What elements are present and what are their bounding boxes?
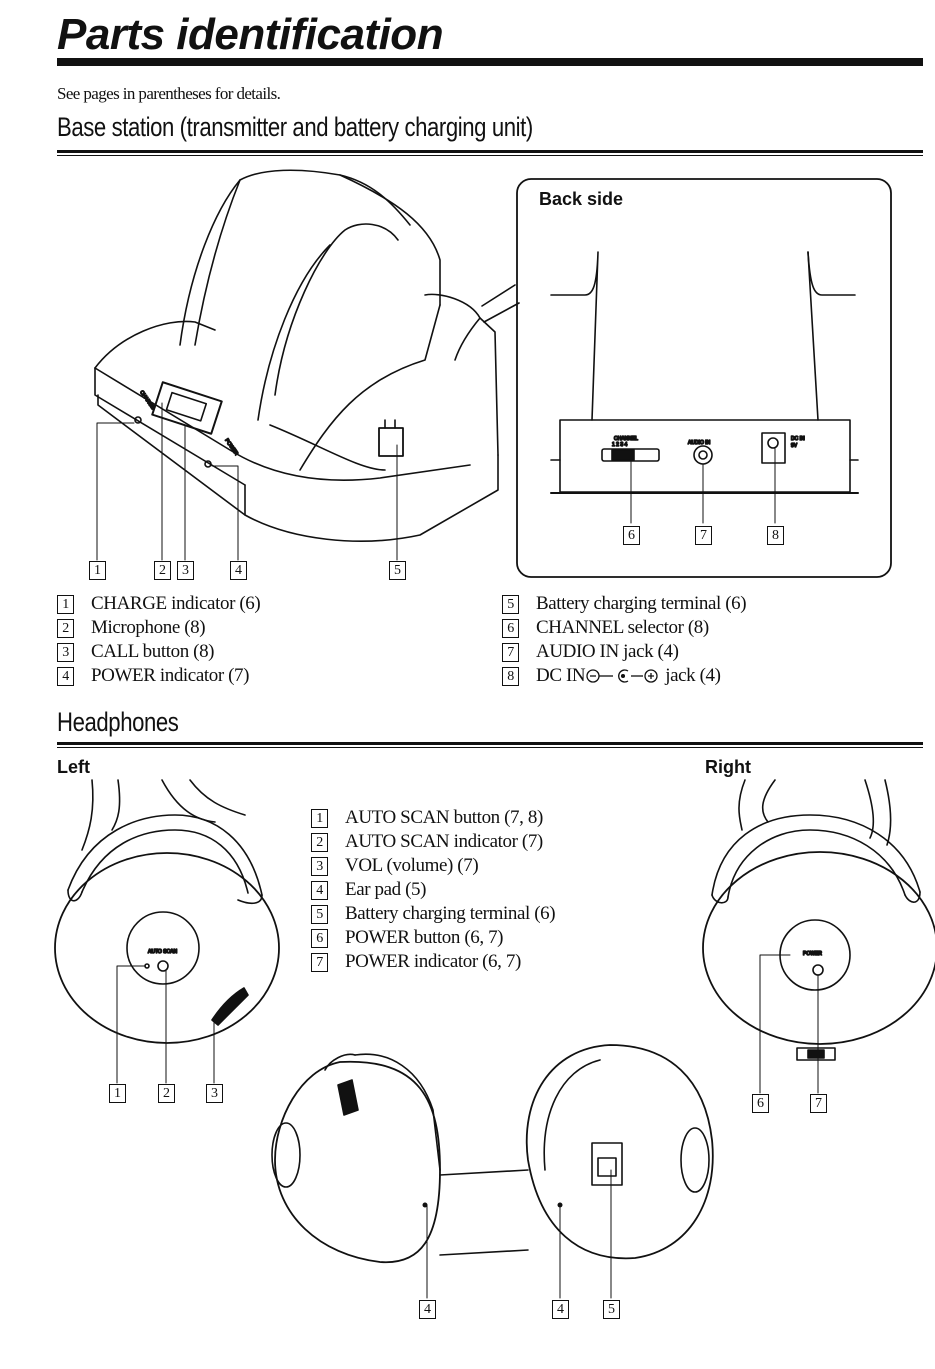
headphone-callout-leaders — [116, 954, 819, 1299]
list-item: 6 CHANNEL selector (8) — [502, 616, 746, 640]
title-rule — [57, 58, 923, 66]
part-label: VOL (volume) (7) — [345, 855, 479, 876]
base-callout-leaders — [96, 402, 776, 561]
part-label: POWER button (6, 7) — [345, 927, 504, 948]
headphones-heading: Headphones — [57, 707, 179, 737]
back-channel-label: CHANNEL — [614, 436, 638, 442]
part-label: CALL button (8) — [91, 641, 215, 662]
list-item: 7 AUDIO IN jack (4) — [502, 640, 746, 664]
part-label: Ear pad (5) — [345, 879, 427, 900]
hp-callout-6: 6 — [752, 1094, 769, 1113]
part-number: 2 — [57, 618, 74, 638]
callout-5: 5 — [389, 561, 406, 580]
list-item: 4 POWER indicator (7) — [57, 664, 260, 688]
list-item: 5 Battery charging terminal (6) — [311, 902, 556, 926]
part-number: 3 — [311, 856, 328, 876]
intro-text: See pages in parentheses for details. — [57, 84, 281, 103]
list-item: 4 Ear pad (5) — [311, 878, 555, 902]
part-number: 8 — [502, 666, 519, 686]
hp-callout-4b: 4 — [552, 1300, 569, 1319]
part-label: CHANNEL selector (8) — [536, 617, 709, 638]
callout-2: 2 — [154, 561, 171, 580]
base-parts-list-right: 5 Battery charging terminal (6) 6 CHANNEL … — [502, 592, 747, 688]
list-item: 2 AUTO SCAN indicator (7) — [311, 830, 555, 854]
part-label-suffix: jack (4) — [665, 665, 721, 686]
list-item: 3 CALL button (8) — [57, 640, 260, 664]
part-label: CHARGE indicator (6) — [91, 593, 261, 614]
back-audio-in-label: AUDIO IN — [688, 440, 711, 446]
list-item: 8 DC IN jack (4) — [502, 664, 746, 688]
hp-callout-3: 3 — [206, 1084, 223, 1103]
callout-3: 3 — [177, 561, 194, 580]
dc-polarity-icon — [586, 669, 658, 683]
left-cup-text: AUTO SCAN — [148, 949, 177, 955]
part-label: DC IN — [536, 665, 586, 686]
part-label: AUDIO IN jack (4) — [536, 641, 679, 662]
part-number: 6 — [502, 618, 519, 638]
part-label: Battery charging terminal (6) — [345, 903, 556, 924]
part-number: 5 — [311, 904, 328, 924]
part-number: 1 — [311, 808, 328, 828]
part-label: POWER indicator (6, 7) — [345, 951, 521, 972]
back-dc-spec: 9V — [791, 443, 798, 449]
right-headphone-drawing: POWER — [702, 779, 935, 1061]
callout-1: 1 — [89, 561, 106, 580]
base-station-drawing: CHARGE POWER — [94, 169, 520, 542]
back-dc-in-label: DC IN — [791, 436, 805, 442]
bottom-headphone-drawing — [271, 1044, 714, 1264]
part-label: AUTO SCAN indicator (7) — [345, 831, 543, 852]
part-label: AUTO SCAN button (7, 8) — [345, 807, 543, 828]
part-number: 4 — [57, 666, 74, 686]
hp-callout-1: 1 — [109, 1084, 126, 1103]
list-item: 3 VOL (volume) (7) — [311, 854, 555, 878]
left-label: Left — [57, 757, 90, 777]
back-side-label: Back side — [539, 189, 624, 209]
part-label: Battery charging terminal (6) — [536, 593, 747, 614]
page-title: Parts identification — [57, 10, 444, 59]
part-number: 7 — [502, 642, 519, 662]
back-side-drawing: CHANNEL 1 2 3 4 AUDIO IN DC IN 9V — [550, 251, 859, 494]
callout-7: 7 — [695, 526, 712, 545]
right-cup-text: POWER — [803, 951, 822, 957]
headphone-parts-list: 1 AUTO SCAN button (7, 8) 2 AUTO SCAN indi… — [311, 806, 556, 974]
hp-callout-4a: 4 — [419, 1300, 436, 1319]
part-number: 2 — [311, 832, 328, 852]
hp-callout-5: 5 — [603, 1300, 620, 1319]
part-number: 7 — [311, 952, 328, 972]
back-side-frame — [516, 178, 892, 578]
list-item: 6 POWER button (6, 7) — [311, 926, 555, 950]
right-label: Right — [705, 757, 751, 777]
hp-callout-7: 7 — [810, 1094, 827, 1113]
part-number: 3 — [57, 642, 74, 662]
list-item: 2 Microphone (8) — [57, 616, 260, 640]
list-item: 1 CHARGE indicator (6) — [57, 592, 261, 616]
headphones-rule — [57, 742, 923, 748]
callout-4: 4 — [230, 561, 247, 580]
part-label: POWER indicator (7) — [91, 665, 250, 686]
part-number: 4 — [311, 880, 328, 900]
list-item: 1 AUTO SCAN button (7, 8) — [311, 806, 555, 830]
callout-6: 6 — [623, 526, 640, 545]
list-item: 5 Battery charging terminal (6) — [502, 592, 747, 616]
list-item: 7 POWER indicator (6, 7) — [311, 950, 555, 974]
base-station-heading: Base station (transmitter and battery ch… — [57, 112, 533, 142]
callout-8: 8 — [767, 526, 784, 545]
svg-text:CHARGE: CHARGE — [138, 390, 156, 412]
part-number: 1 — [57, 594, 74, 614]
part-label: Microphone (8) — [91, 617, 206, 638]
part-number: 5 — [502, 594, 519, 614]
hp-callout-2: 2 — [158, 1084, 175, 1103]
part-number: 6 — [311, 928, 328, 948]
back-channel-numbers: 1 2 3 4 — [612, 442, 628, 448]
left-headphone-drawing: AUTO SCAN — [54, 779, 280, 1044]
base-station-rule — [57, 150, 923, 156]
